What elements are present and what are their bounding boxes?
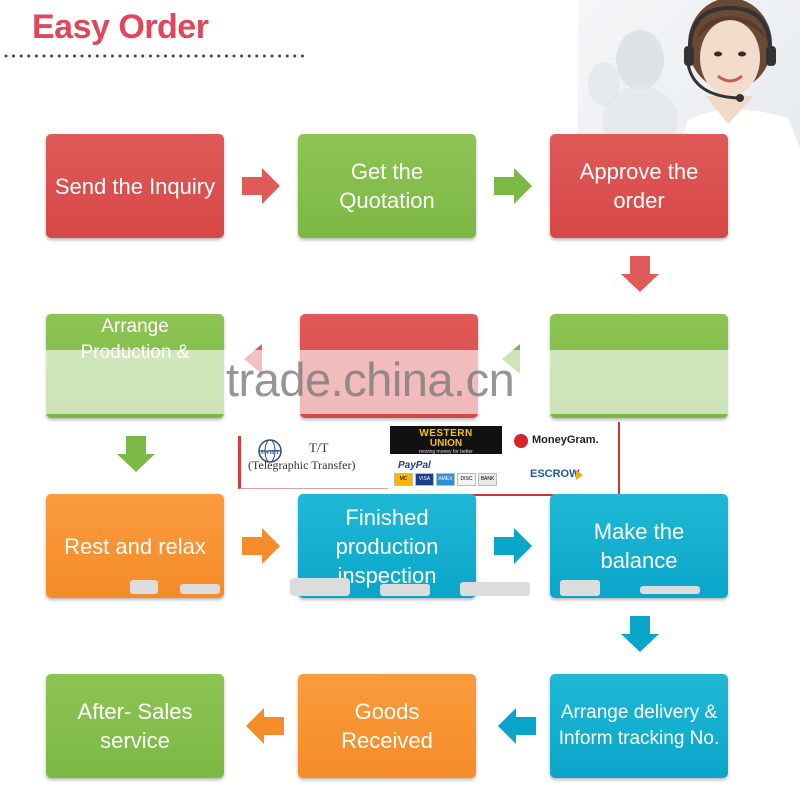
step-make-balance: Make the balance — [550, 494, 728, 598]
swift-label: SWIFT — [260, 450, 279, 456]
tt-title: T/T — [309, 440, 329, 455]
arrow-right-icon — [494, 528, 532, 564]
page-title: Easy Order — [32, 8, 209, 46]
card-logo: BANK — [478, 473, 497, 486]
card-logo: VISA — [415, 473, 434, 486]
card-logo: DISC — [457, 473, 476, 486]
moneygram-logo: MoneyGram. — [532, 434, 599, 446]
arrow-right-icon — [242, 528, 280, 564]
card-logo: MC — [394, 473, 413, 486]
tt-subtitle: (Telegraphic Transfer) — [248, 458, 356, 472]
moneygram-icon — [514, 434, 528, 448]
arrow-down-icon — [621, 616, 659, 652]
watermark-text: trade.china.cn — [226, 353, 515, 406]
step-send-inquiry: Send the Inquiry — [46, 134, 224, 238]
western-union-logo: WESTERN UNION moving money for better — [390, 426, 502, 455]
watermark-overlay — [40, 350, 760, 414]
step-approve-order: Approve the order — [550, 134, 728, 238]
arrow-left-icon — [246, 708, 284, 744]
step-arrange-delivery: Arrange delivery & Inform tracking No. — [550, 674, 728, 778]
watermark-noise — [130, 578, 700, 596]
western-union-tagline: moving money for better — [419, 449, 473, 455]
western-union-line2: UNION — [429, 438, 463, 449]
title-dotted-divider — [4, 54, 308, 58]
paypal-logo: PayPal — [398, 460, 431, 471]
arrow-down-icon — [621, 256, 659, 292]
western-union-line1: WESTERN — [419, 428, 473, 439]
support-agent-photo — [578, 0, 800, 148]
step-after-sales-service: After- Sales service — [46, 674, 224, 778]
swift-globe-icon: SWIFT — [258, 439, 282, 463]
arrow-left-icon — [498, 708, 536, 744]
escrow-arrow-icon — [576, 470, 583, 480]
step-goods-received: Goods Received — [298, 674, 476, 778]
arrow-down-icon — [117, 436, 155, 472]
arrow-right-icon — [242, 168, 280, 204]
payment-methods-panel: SWIFT T/T (Telegraphic Transfer) WESTERN… — [238, 422, 620, 496]
tt-panel: SWIFT T/T (Telegraphic Transfer) — [238, 436, 389, 489]
step-get-quotation: Get the Quotation — [298, 134, 476, 238]
card-logo: AMEX — [436, 473, 455, 486]
arrow-right-icon — [494, 168, 532, 204]
headset-agent-illustration — [588, 0, 800, 148]
escrow-logo: ESCROW — [530, 468, 580, 480]
payment-logos: WESTERN UNION moving money for better Mo… — [388, 422, 620, 496]
